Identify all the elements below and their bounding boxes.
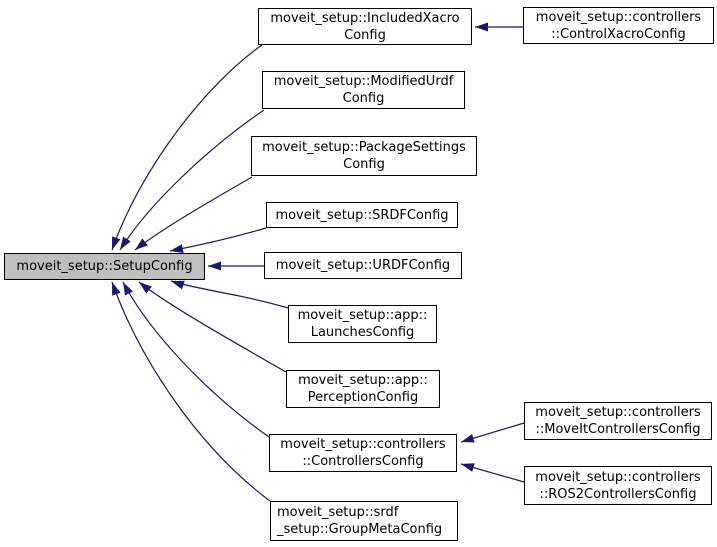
- node-label: _setup::GroupMetaConfig: [277, 522, 443, 537]
- node-label: moveit_setup::srdf: [277, 505, 399, 520]
- node-groupmetaconfig[interactable]: moveit_setup::srdf _setup::GroupMetaConf…: [270, 501, 458, 541]
- node-label: moveit_setup::SRDFConfig: [275, 207, 449, 223]
- edge-controllers-to-setup: [122, 281, 270, 438]
- node-urdfconfig[interactable]: moveit_setup::URDFConfig: [264, 252, 462, 279]
- node-setupconfig[interactable]: moveit_setup::SetupConfig: [4, 253, 205, 280]
- node-label: moveit_setup::ModifiedUrdf: [273, 74, 454, 89]
- edge-moveitcontrollers-to-controllers: [460, 422, 525, 443]
- edge-modifiedurdf-to-setup: [119, 109, 265, 251]
- edge-perception-to-setup: [138, 281, 287, 373]
- node-label: Config: [342, 91, 385, 106]
- node-label: moveit_setup::PackageSettings: [262, 140, 466, 155]
- edge-launches-to-setup: [170, 280, 289, 309]
- edge-includedxacro-to-setup: [111, 44, 263, 251]
- node-packagesettingsconfig[interactable]: moveit_setup::PackageSettings Config: [251, 136, 477, 176]
- node-label: moveit_setup::controllers: [535, 469, 701, 485]
- node-label: moveit_setup::SetupConfig: [16, 259, 193, 274]
- node-label: moveit_setup::app::: [297, 308, 428, 323]
- node-label: ::ControllersConfig: [302, 454, 424, 469]
- node-controllersconfig[interactable]: moveit_setup::controllers ::ControllersC…: [269, 434, 457, 472]
- node-label: Config: [343, 157, 385, 172]
- edge-groupmeta-to-setup: [111, 281, 271, 502]
- node-label: Config: [344, 27, 386, 43]
- node-launchesconfig[interactable]: moveit_setup::app:: LaunchesConfig: [288, 305, 437, 343]
- node-includedxacroconfig[interactable]: moveit_setup::IncludedXacro Config: [258, 8, 472, 45]
- node-controlxacroconfig[interactable]: moveit_setup::controllers ::ControlXacro…: [523, 7, 714, 44]
- edge-srdf-to-setup: [169, 227, 267, 253]
- node-moveitcontrollersconfig[interactable]: moveit_setup::controllers ::MoveItContro…: [524, 402, 712, 440]
- node-label: moveit_setup::controllers: [280, 437, 446, 452]
- node-srdfconfig[interactable]: moveit_setup::SRDFConfig: [266, 202, 458, 228]
- node-ros2controllersconfig[interactable]: moveit_setup::controllers ::ROS2Controll…: [524, 466, 712, 505]
- node-label: moveit_setup::controllers: [535, 9, 702, 25]
- edge-ros2controllers-to-controllers: [460, 463, 525, 483]
- node-label: ::MoveItControllersConfig: [535, 422, 701, 437]
- node-perceptionconfig[interactable]: moveit_setup::app:: PerceptionConfig: [286, 370, 440, 408]
- node-label: ::ROS2ControllersConfig: [539, 486, 697, 502]
- node-label: moveit_setup::app::: [298, 373, 428, 388]
- edge-packagesettings-to-setup: [134, 176, 253, 251]
- node-label: moveit_setup::controllers: [535, 405, 701, 420]
- node-label: ::ControlXacroConfig: [551, 26, 686, 42]
- node-label: PerceptionConfig: [307, 390, 419, 405]
- node-modifiedurdfconfig[interactable]: moveit_setup::ModifiedUrdf Config: [262, 71, 465, 109]
- node-label: moveit_setup::IncludedXacro: [270, 10, 460, 26]
- node-label: LaunchesConfig: [310, 325, 415, 340]
- node-label: moveit_setup::URDFConfig: [275, 258, 451, 273]
